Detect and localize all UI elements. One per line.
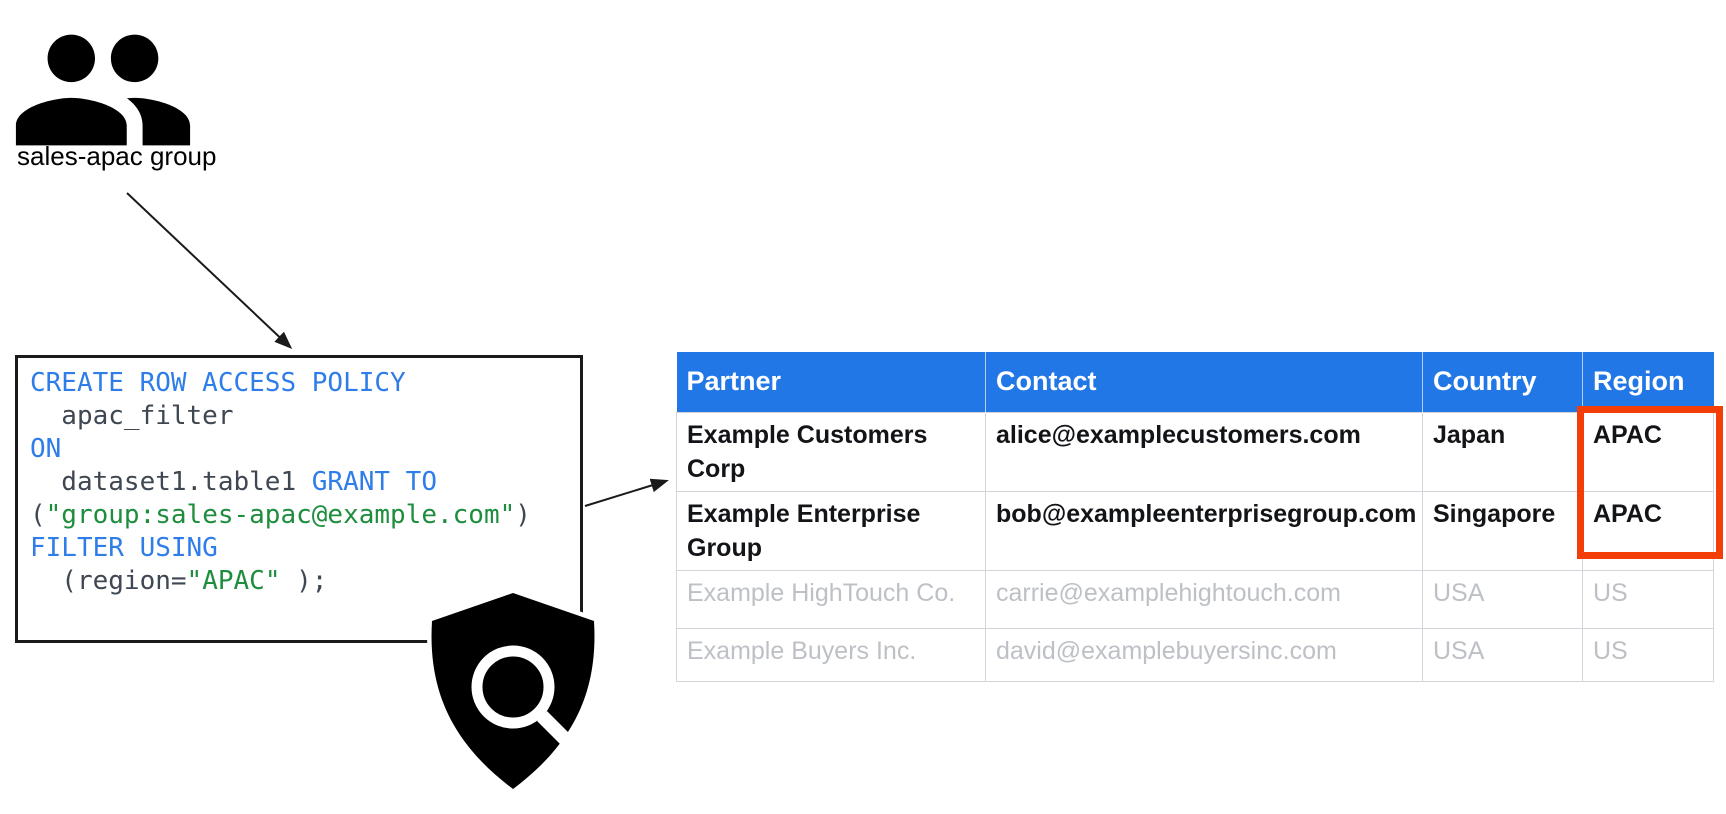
cell-partner: Example Enterprise Group [676, 490, 986, 571]
table-row: Example Buyers Inc. david@examplebuyersi… [676, 627, 1714, 682]
code-line: apac_filter [30, 400, 580, 433]
group-label: sales-apac group [17, 141, 217, 171]
code-token: FILTER USING [30, 533, 218, 563]
code-token: "group:sales-apac@example.com" [45, 500, 516, 530]
table-row: Example Enterprise Group bob@exampleente… [676, 490, 1714, 571]
cell-country: USA [1422, 627, 1583, 682]
cell-partner: Example HighTouch Co. [676, 569, 986, 629]
partner-table: Partner Contact Country Region Example C… [676, 352, 1714, 682]
table-row: Example HighTouch Co. carrie@examplehigh… [676, 569, 1714, 629]
security-shield-icon [427, 588, 599, 795]
cell-contact: bob@exampleenterprisegroup.com [985, 490, 1423, 571]
column-header-partner: Partner [676, 352, 986, 412]
cell-region: US [1582, 569, 1714, 629]
cell-partner: Example Customers Corp [676, 411, 986, 492]
cell-region: APAC [1582, 411, 1714, 492]
code-token: "APAC" [186, 566, 281, 596]
cell-contact: carrie@examplehightouch.com [985, 569, 1423, 629]
code-line: ON [30, 433, 580, 466]
cell-country: Singapore [1422, 490, 1583, 571]
arrow-policy-to-table [584, 478, 669, 507]
column-header-country: Country [1422, 352, 1583, 412]
cell-partner: Example Buyers Inc. [676, 627, 986, 682]
code-token: ) [515, 500, 531, 530]
cell-country: Japan [1422, 411, 1583, 492]
cell-contact: alice@examplecustomers.com [985, 411, 1423, 492]
code-line: FILTER USING [30, 532, 580, 565]
code-line: ("group:sales-apac@example.com") [30, 499, 580, 532]
code-line: dataset1.table1 GRANT TO [30, 466, 580, 499]
code-token: dataset1.table1 [30, 467, 312, 497]
shield-shape [427, 588, 599, 795]
code-line: CREATE ROW ACCESS POLICY [30, 367, 580, 400]
code-token: apac_filter [30, 401, 234, 431]
code-token: ON [30, 434, 62, 464]
policy-code-box: CREATE ROW ACCESS POLICY apac_filter ON … [15, 355, 583, 643]
table-header-row: Partner Contact Country Region [676, 352, 1714, 412]
cell-country: USA [1422, 569, 1583, 629]
cell-region: US [1582, 627, 1714, 682]
code-line: (region="APAC" ); [30, 565, 580, 598]
table-row: Example Customers Corp alice@examplecust… [676, 411, 1714, 492]
code-token: (region= [30, 566, 187, 596]
region-highlight-box [1577, 406, 1723, 559]
column-header-contact: Contact [985, 352, 1423, 412]
group-people-icon [15, 34, 191, 146]
code-token: ( [30, 500, 46, 530]
search-icon [471, 645, 583, 757]
code-token: CREATE ROW ACCESS POLICY [30, 368, 406, 398]
code-token: ); [280, 566, 328, 596]
column-header-region: Region [1582, 352, 1714, 412]
cell-contact: david@examplebuyersinc.com [985, 627, 1423, 682]
arrow-group-to-policy [126, 192, 293, 350]
code-token: GRANT TO [311, 467, 437, 497]
